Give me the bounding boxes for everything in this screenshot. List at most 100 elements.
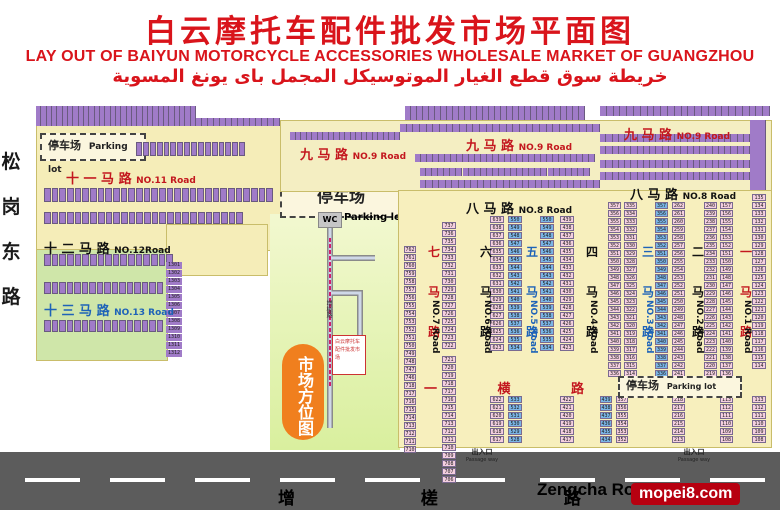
stall-col1300: 1312 bbox=[166, 350, 182, 357]
stall-col4: 417 bbox=[560, 436, 574, 443]
stall-row-8 bbox=[471, 180, 478, 188]
stall-top-row bbox=[306, 132, 312, 140]
left-stall bbox=[232, 142, 239, 156]
stall-top-left bbox=[62, 106, 68, 126]
stall-col3: 356 bbox=[616, 404, 628, 411]
stall-col3: 349 bbox=[655, 266, 668, 273]
stall-col7: 724 bbox=[442, 326, 456, 333]
left-stall bbox=[128, 188, 135, 202]
stall-row-9 bbox=[606, 146, 613, 154]
stall-top-row bbox=[531, 106, 537, 120]
stall-top-row bbox=[606, 106, 614, 116]
stall-top-row bbox=[729, 106, 736, 116]
left-stall bbox=[59, 320, 66, 332]
map-title: 白云摩托车配件批发市场平面图 bbox=[145, 14, 635, 50]
left-stall bbox=[151, 212, 159, 224]
stall-row-9 bbox=[743, 160, 750, 168]
stall-top-row bbox=[520, 124, 527, 132]
left-stall bbox=[89, 320, 96, 332]
parking-label-cn: 停车场 bbox=[626, 379, 659, 392]
stall-row-8 bbox=[420, 180, 427, 188]
stall-top-left bbox=[148, 106, 154, 126]
left-stall bbox=[144, 212, 151, 224]
stall-top-left bbox=[174, 106, 180, 126]
stall-top-row bbox=[674, 106, 682, 116]
stall-top-row bbox=[323, 132, 329, 140]
stall-top-row bbox=[483, 106, 489, 120]
road-label-no5: 五马路 bbox=[525, 245, 538, 339]
stall-row-8 bbox=[475, 154, 481, 162]
location-map-market-box: 白云摩托车配件批发市场 bbox=[332, 335, 366, 375]
left-stall bbox=[104, 320, 111, 332]
stall-row-8 bbox=[445, 180, 453, 188]
stall-row-9 bbox=[712, 160, 719, 168]
stall-row-8 bbox=[523, 154, 529, 162]
stall-col4: 425 bbox=[560, 328, 574, 335]
stall-top-row bbox=[742, 106, 750, 116]
stall-col762: 756 bbox=[404, 294, 416, 301]
stall-col1: 138 bbox=[720, 354, 733, 361]
stall-row-8 bbox=[468, 168, 475, 176]
stall-col4: 424 bbox=[560, 336, 574, 343]
stall-col3: 332 bbox=[624, 226, 637, 233]
stall-col2: 221 bbox=[704, 354, 717, 361]
stall-col3: 337 bbox=[608, 362, 621, 369]
stall-row-8 bbox=[553, 154, 559, 162]
stall-top-left bbox=[52, 106, 58, 126]
stall-row-9 bbox=[675, 134, 682, 142]
stall-top-left bbox=[142, 106, 148, 126]
stall-col1: 118 bbox=[752, 330, 766, 337]
stall-top-left bbox=[41, 106, 47, 126]
road-label-cn: 八 马 路 bbox=[630, 188, 679, 203]
stall-col7: 706 bbox=[442, 476, 456, 483]
stall-col6: 621 bbox=[490, 404, 504, 411]
stall-top-row bbox=[702, 106, 709, 116]
stall-top-left bbox=[220, 118, 226, 126]
stall-col7: 722 bbox=[442, 342, 456, 349]
stall-col4: 431 bbox=[560, 280, 574, 287]
stall-row-8 bbox=[580, 180, 588, 188]
stall-top-row bbox=[525, 106, 531, 120]
stall-row-8 bbox=[577, 168, 584, 176]
stall-row-9 bbox=[731, 134, 738, 142]
parking-lot-top-left: 停车场 Parking lot bbox=[40, 133, 146, 175]
stall-top-row bbox=[411, 106, 417, 120]
stall-row-9 bbox=[712, 146, 719, 154]
left-stall bbox=[170, 142, 177, 156]
left-stall bbox=[190, 212, 197, 224]
stall-top-row bbox=[688, 106, 696, 116]
left-stall bbox=[66, 282, 73, 294]
stall-row-9 bbox=[725, 160, 732, 168]
stall-top-row bbox=[736, 106, 743, 116]
stall-row-8 bbox=[433, 154, 439, 162]
stall-top-row bbox=[507, 106, 513, 120]
stall-top-row bbox=[533, 124, 540, 132]
stall-row-8 bbox=[505, 168, 512, 176]
left-stall bbox=[111, 320, 118, 332]
stall-top-row bbox=[681, 106, 689, 116]
stall-row-8 bbox=[499, 154, 505, 162]
left-stall bbox=[212, 188, 220, 202]
stall-col1: 151 bbox=[720, 250, 733, 257]
stall-col7: 713 bbox=[442, 420, 456, 427]
road-label-cn: 九 马 路 bbox=[624, 128, 673, 143]
left-stall bbox=[119, 282, 126, 294]
stall-col4: 437 bbox=[560, 232, 574, 239]
stall-col1: 154 bbox=[720, 226, 733, 233]
stall-col5: 542 bbox=[508, 280, 522, 287]
left-stall bbox=[149, 320, 156, 332]
left-stall bbox=[74, 320, 81, 332]
stall-row-8 bbox=[486, 168, 493, 176]
stall-col1: 108 bbox=[720, 436, 733, 443]
stall-top-row bbox=[493, 124, 500, 132]
stall-col5: 541 bbox=[540, 288, 554, 295]
stall-row-8 bbox=[589, 154, 595, 162]
stall-col1: 128 bbox=[752, 250, 766, 257]
lane-marking bbox=[540, 478, 595, 482]
left-stall bbox=[220, 212, 228, 224]
stall-top-row bbox=[460, 124, 467, 132]
stall-col3: 348 bbox=[655, 274, 668, 281]
stall-col2: 250 bbox=[672, 298, 685, 305]
left-stall bbox=[74, 254, 82, 266]
stall-top-row bbox=[593, 124, 600, 132]
